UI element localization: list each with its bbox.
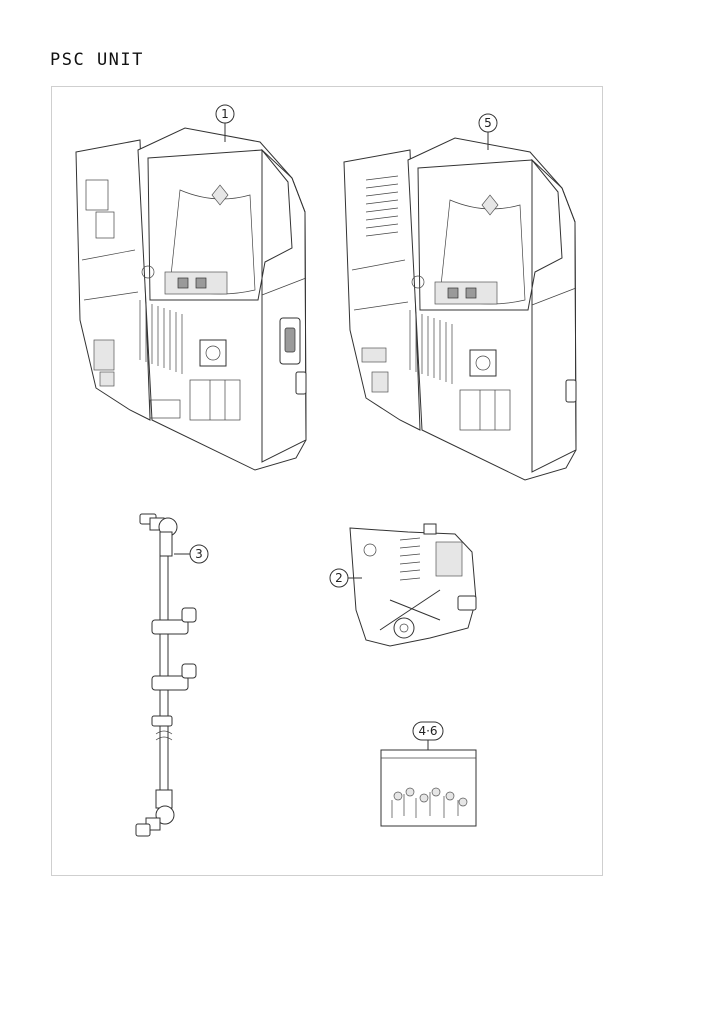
callout-5: 5 xyxy=(478,113,498,133)
callout-3: 3 xyxy=(189,544,209,564)
mechanism-2-illustration xyxy=(349,523,477,647)
svg-text:1: 1 xyxy=(221,107,229,121)
svg-text:4·6: 4·6 xyxy=(418,724,437,738)
hose-assembly-3-illustration xyxy=(135,513,197,837)
diagram-frame xyxy=(51,86,603,876)
page-title: PSC UNIT xyxy=(50,50,144,70)
svg-text:5: 5 xyxy=(484,116,492,130)
psc-unit-1-illustration xyxy=(75,127,307,471)
svg-text:3: 3 xyxy=(195,547,203,561)
small-parts-bag-4-6-illustration xyxy=(380,749,477,827)
callout-4-6: 4·6 xyxy=(412,721,444,741)
svg-text:2: 2 xyxy=(335,571,343,585)
callout-1: 1 xyxy=(215,104,235,124)
psc-unit-5-illustration xyxy=(343,137,577,481)
callout-2: 2 xyxy=(329,568,349,588)
